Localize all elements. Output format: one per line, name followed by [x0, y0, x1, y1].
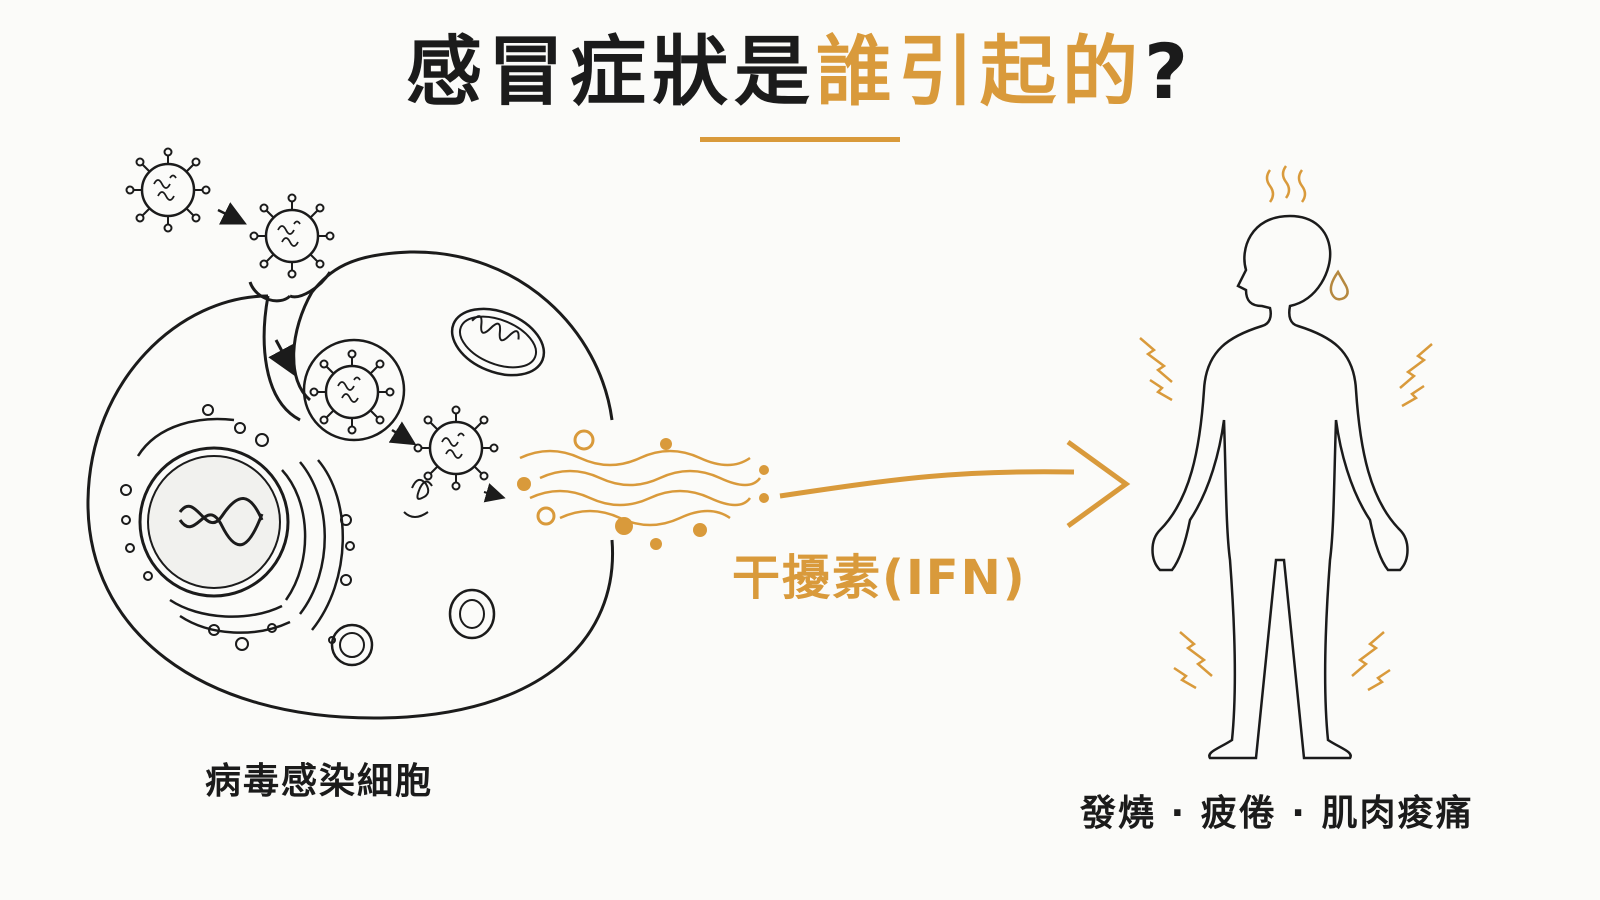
virus-icon — [413, 405, 499, 491]
interferon-label: 干擾素(IFN) — [732, 550, 1027, 606]
interferon-particles — [517, 429, 769, 550]
viral-rna — [411, 478, 433, 500]
arrow-icon — [779, 439, 1131, 529]
vesicle — [330, 623, 374, 667]
heat-wave-icon — [1265, 165, 1307, 203]
title-part-1: 感冒症狀是 — [405, 27, 816, 116]
ache-zigzag-icon — [1139, 337, 1433, 692]
title-accent: 誰引起的 — [815, 27, 1144, 116]
mitochondria-icon — [450, 307, 546, 377]
endoplasmic-reticulum — [136, 417, 345, 634]
infected-cell-label: 病毒感染細胞 — [205, 761, 434, 802]
arrow-icon — [483, 483, 506, 503]
virus-icon — [125, 147, 211, 233]
endocytosis-channel-inner — [292, 291, 314, 402]
human-figure-icon — [1151, 214, 1409, 760]
title-underline — [700, 137, 900, 142]
endosome — [302, 338, 406, 442]
vesicles — [120, 404, 355, 651]
virus-icon — [249, 193, 335, 279]
arrow-icon — [268, 339, 296, 377]
endocytosis-channel-outer — [262, 295, 301, 422]
title-question-mark: ? — [1143, 27, 1195, 116]
sweat-drop-icon — [1329, 269, 1349, 301]
virus-icon — [309, 349, 395, 435]
symptoms-label: 發燒 · 疲倦 · 肌肉痠痛 — [1080, 793, 1474, 834]
cell-membrane — [86, 250, 615, 720]
arrow-icon — [388, 421, 417, 446]
dna-icon — [178, 497, 264, 547]
interferon-waves — [519, 449, 762, 527]
vesicle — [448, 588, 496, 640]
page-title: 感冒症狀是誰引起的? — [0, 22, 1600, 122]
arrow-icon — [217, 202, 247, 225]
